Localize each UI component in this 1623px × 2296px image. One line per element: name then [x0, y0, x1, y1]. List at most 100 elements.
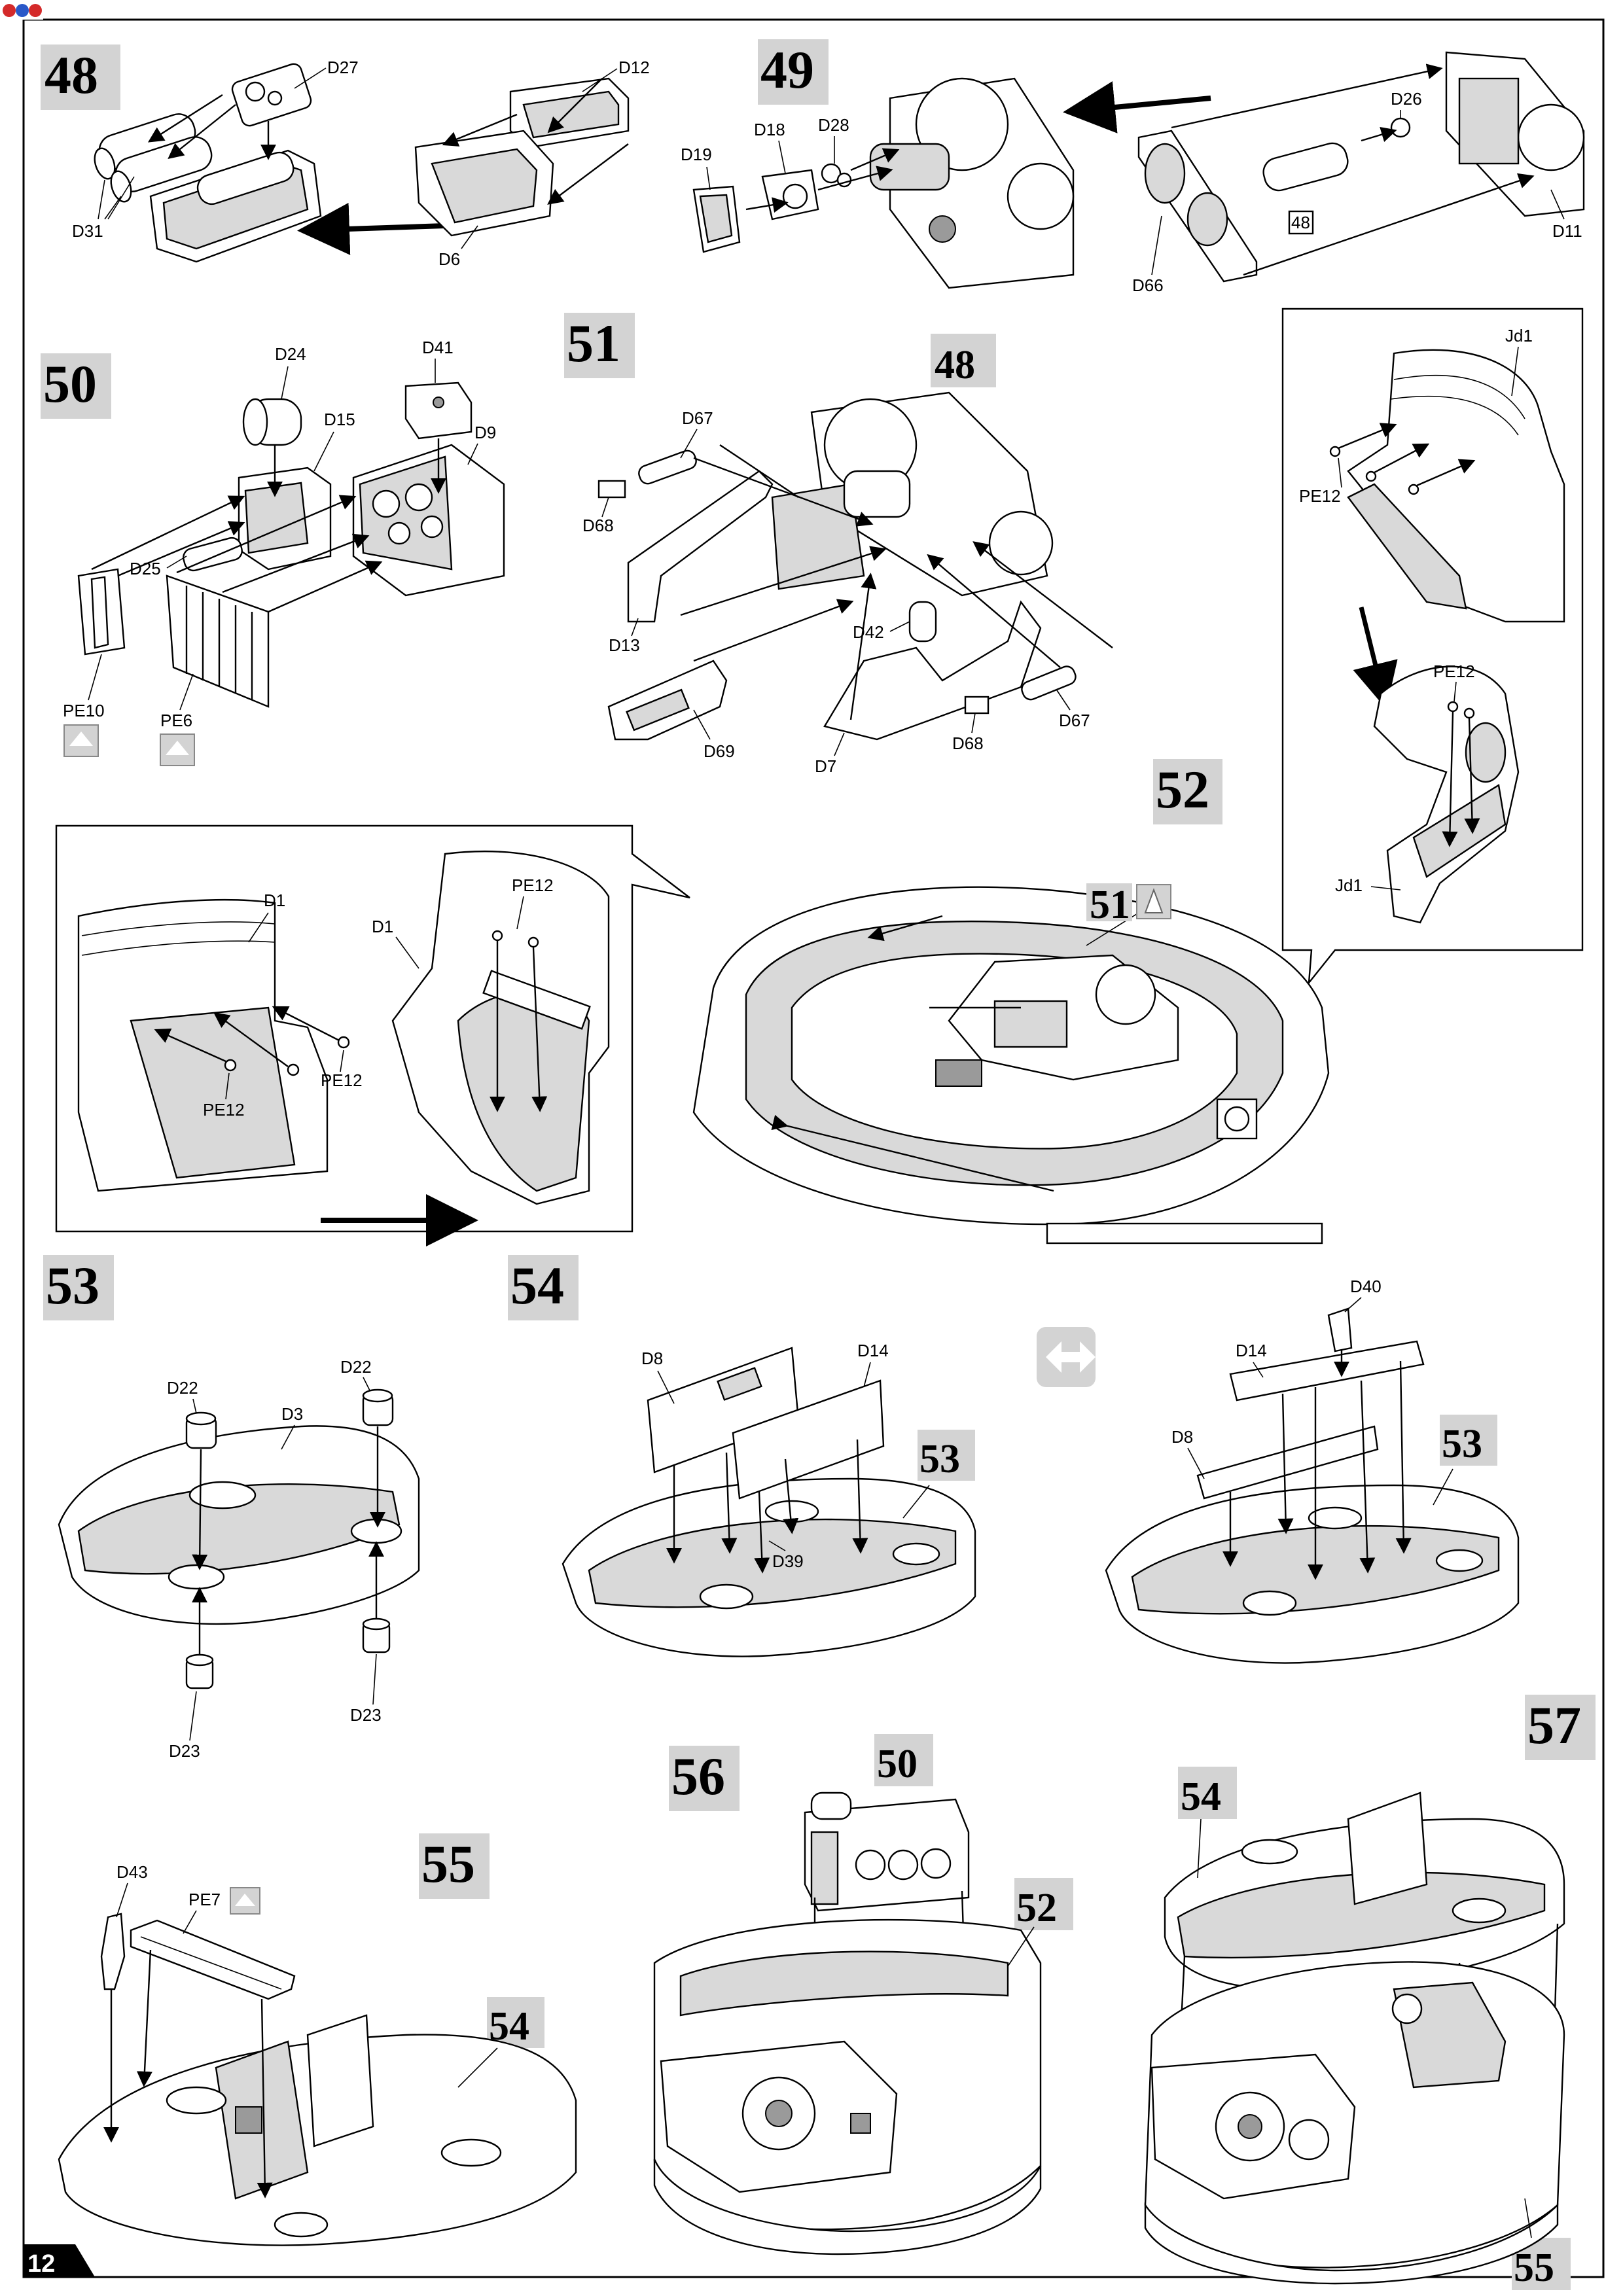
page-number-badge: 12	[24, 2244, 95, 2278]
part-floor-b	[1105, 1484, 1520, 1664]
direction-arrow	[297, 202, 446, 255]
label-d43: D43	[116, 1862, 148, 1882]
part-pe10	[77, 568, 126, 656]
direction-arrow	[1353, 607, 1398, 709]
part-floor-57	[1164, 1792, 1565, 1990]
part-floor-55	[58, 2014, 577, 2246]
part-pe6	[166, 574, 270, 708]
page-number: 12	[27, 2250, 55, 2278]
assembly-reference-51: 51	[1086, 883, 1171, 927]
label-d6: D6	[438, 249, 460, 269]
step-ref: 53	[919, 1437, 960, 1481]
part-d19	[692, 185, 741, 253]
step-ref-54: 54	[1181, 1775, 1221, 1819]
part-d14-a	[732, 1379, 885, 1500]
step-ref-55: 55	[1514, 2246, 1554, 2290]
part-d67-right	[1021, 665, 1077, 701]
part-d6	[414, 130, 554, 237]
step-number: 52	[1156, 760, 1209, 819]
label-d39: D39	[772, 1551, 804, 1571]
step-number: 57	[1527, 1695, 1581, 1755]
label-d1: D1	[264, 891, 285, 910]
step-ref-48: 48	[1291, 213, 1310, 232]
part-d43	[100, 1913, 126, 1990]
label-d7: D7	[815, 756, 836, 776]
label-d41: D41	[422, 338, 454, 357]
part-radio-panel	[804, 1792, 970, 1912]
part-d15	[238, 467, 332, 571]
step-number: 51	[567, 313, 620, 373]
label-d1: D1	[372, 917, 393, 936]
step-number: 55	[421, 1834, 475, 1894]
label-d68: D68	[582, 516, 614, 535]
part-d42	[908, 601, 937, 643]
label-d18: D18	[754, 120, 785, 139]
part-d41	[404, 381, 473, 440]
part-turret-57	[1144, 1961, 1565, 2285]
step-56: 56 50 52	[653, 1734, 1073, 2255]
part-d1-detail-left	[77, 898, 329, 1192]
part-d27	[231, 63, 312, 127]
label-d13: D13	[609, 635, 640, 655]
svg-text:51: 51	[1090, 883, 1130, 927]
part-d22-left	[185, 1411, 217, 1449]
label-pe12: PE12	[203, 1100, 245, 1120]
label-d69: D69	[704, 741, 735, 761]
part-d68-right	[964, 696, 990, 715]
label-d27: D27	[327, 58, 359, 77]
label-jd1: Jd1	[1335, 875, 1363, 895]
step-53: 53 D22 D22 D3	[43, 1255, 420, 1761]
label-d26: D26	[1391, 89, 1422, 109]
label-d67: D67	[1059, 711, 1090, 730]
part-breech-assembly	[869, 77, 1075, 289]
part-d66-plate	[1137, 130, 1258, 283]
label-pe12: PE12	[512, 875, 554, 895]
detail-callout-right	[1281, 308, 1584, 985]
part-d1-detail-right	[391, 850, 610, 1205]
step-number: 56	[671, 1746, 725, 1806]
detail-callout-left	[55, 824, 690, 1233]
part-d23-left	[185, 1653, 214, 1689]
label-d22: D22	[340, 1357, 372, 1377]
label-d3: D3	[281, 1404, 303, 1424]
label-d40: D40	[1350, 1277, 1382, 1296]
step-55: 55 54 D43 PE7	[58, 1833, 577, 2246]
label-d8: D8	[1171, 1427, 1193, 1447]
label-pe7: PE7	[188, 1890, 221, 1909]
label-d14: D14	[1236, 1341, 1267, 1360]
label-d12: D12	[618, 58, 650, 77]
part-d7	[823, 600, 1042, 741]
step-ref: 48	[935, 343, 975, 387]
label-d24: D24	[275, 344, 306, 364]
page-frame	[22, 18, 1605, 2278]
part-d12	[509, 77, 630, 149]
label-d25: D25	[130, 559, 161, 578]
step-ref-50: 50	[877, 1742, 918, 1786]
label-pe6: PE6	[160, 711, 192, 730]
step-57: 57 54 55	[1144, 1695, 1596, 2290]
label-d31: D31	[72, 221, 103, 241]
step-50: 50	[41, 338, 505, 766]
label-d67: D67	[682, 408, 713, 428]
label-d9: D9	[474, 423, 496, 442]
step-ref: 53	[1442, 1422, 1482, 1466]
label-d28: D28	[818, 115, 849, 135]
step-number: 53	[46, 1256, 99, 1315]
part-d23-right	[362, 1617, 391, 1653]
part-jd1-upper	[1347, 349, 1565, 623]
step-number: 48	[45, 45, 98, 105]
label-pe12: PE12	[1433, 662, 1475, 681]
label-d14: D14	[857, 1341, 889, 1360]
part-d67-left	[638, 450, 697, 485]
part-breech-body	[771, 391, 1054, 597]
part-d3-floor	[58, 1425, 420, 1625]
brand-logo	[1, 1, 43, 20]
label-pe12: PE12	[1299, 486, 1341, 506]
part-jd1-lower	[1373, 665, 1520, 924]
label-d19: D19	[681, 145, 712, 164]
photo-etch-icon	[63, 724, 99, 757]
step-number: 50	[43, 354, 97, 414]
part-breech-on-ring	[935, 954, 1179, 1087]
label-d11: D11	[1552, 221, 1582, 241]
